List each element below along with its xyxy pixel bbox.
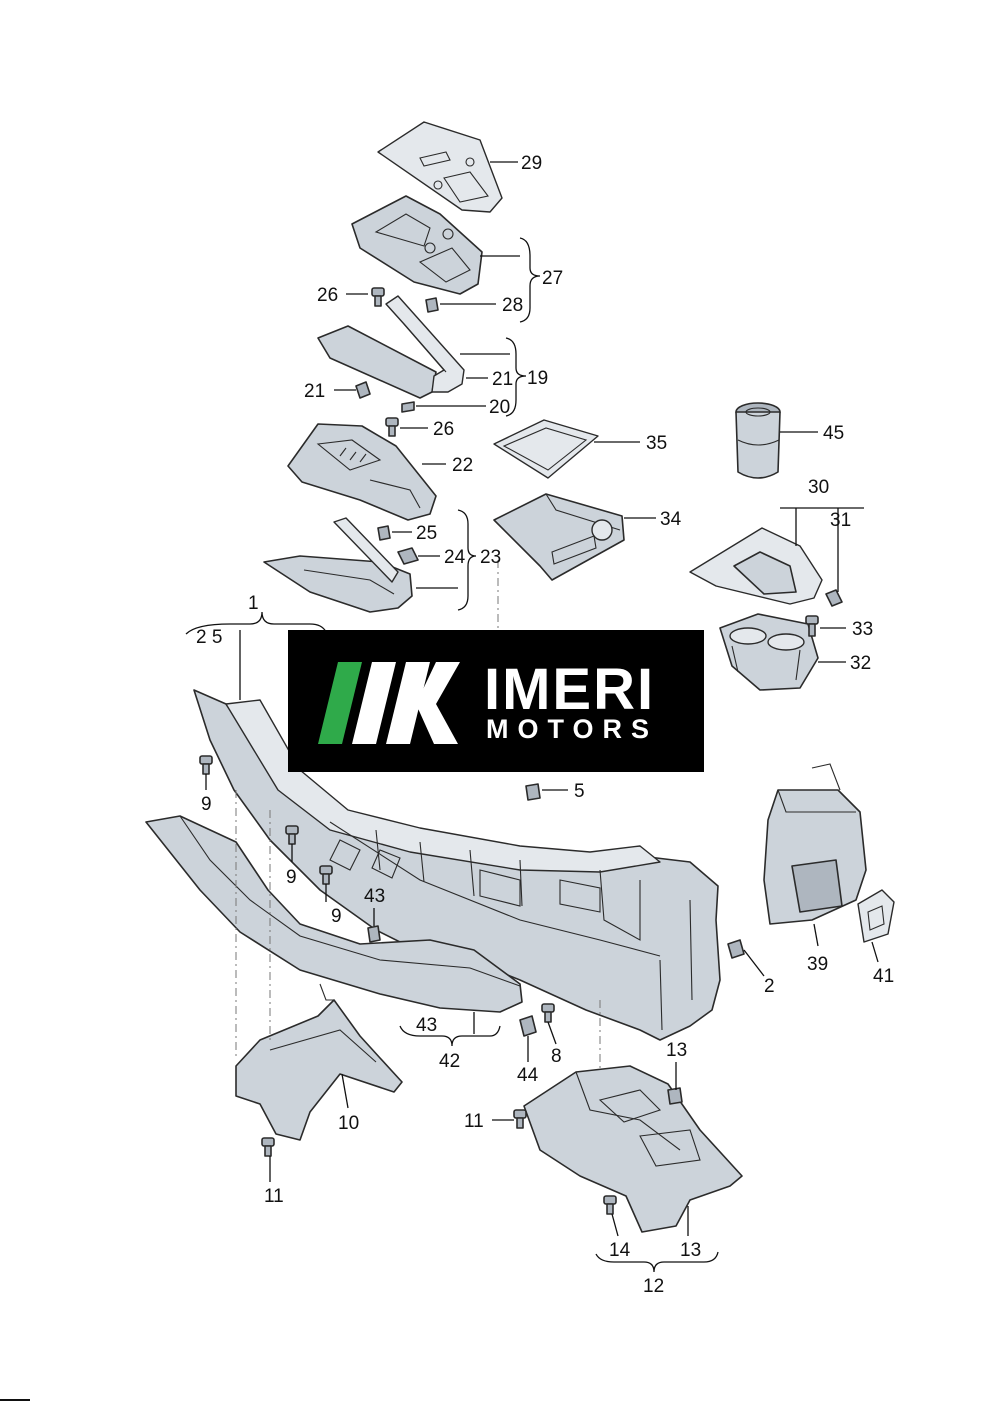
callout-21-right: 21 bbox=[492, 369, 513, 390]
callout-42: 42 bbox=[439, 1051, 460, 1072]
part-33-screw bbox=[805, 615, 819, 637]
logo-stripe-green bbox=[318, 662, 362, 744]
part-44-clip bbox=[519, 1015, 537, 1037]
callout-9-b: 9 bbox=[286, 867, 297, 888]
part-22-bracket bbox=[287, 423, 437, 521]
callout-13-upper: 13 bbox=[666, 1040, 687, 1061]
part-35-storage-mat bbox=[493, 419, 599, 479]
part-25-clip bbox=[377, 525, 391, 541]
callout-9-c: 9 bbox=[331, 906, 342, 927]
part-24-cap bbox=[397, 547, 419, 565]
part-27-shifter-housing bbox=[351, 195, 483, 295]
callout-2: 2 bbox=[764, 976, 775, 997]
part-32-cupholder bbox=[719, 613, 819, 691]
part-43-clip bbox=[367, 925, 381, 943]
part-13-clip bbox=[667, 1087, 683, 1105]
callout-45: 45 bbox=[823, 423, 844, 444]
callout-41: 41 bbox=[873, 966, 894, 987]
part-45-power-socket bbox=[735, 402, 781, 479]
part-19-shifter-trim bbox=[317, 295, 465, 399]
callout-1: 1 bbox=[248, 593, 259, 614]
part-21-clip bbox=[355, 381, 371, 399]
part-41-cover bbox=[857, 889, 895, 943]
part-8-bolt bbox=[541, 1003, 555, 1023]
callout-43-upper: 43 bbox=[364, 886, 385, 907]
callout-22: 22 bbox=[452, 455, 473, 476]
part-28-clip bbox=[425, 297, 439, 313]
part-14-bolt bbox=[603, 1195, 617, 1215]
logo-stripe-1 bbox=[352, 662, 396, 744]
callout-11-left: 11 bbox=[264, 1186, 284, 1207]
part-23-lower-trim bbox=[263, 517, 413, 613]
callout-24: 24 bbox=[444, 547, 466, 568]
callout-12: 12 bbox=[643, 1276, 664, 1297]
leader-lines bbox=[185, 161, 879, 1273]
logo-name: IMERI bbox=[484, 657, 655, 722]
callout-19: 19 bbox=[527, 368, 548, 389]
callout-25: 25 bbox=[416, 523, 437, 544]
part-9-bolt-b bbox=[285, 825, 299, 845]
assembly-guides bbox=[235, 560, 601, 1070]
part-11-bolt-b bbox=[513, 1109, 527, 1129]
callout-39: 39 bbox=[807, 954, 828, 975]
part-39-rear-trim bbox=[763, 763, 867, 925]
callout-21-left: 21 bbox=[304, 381, 325, 402]
callout-29: 29 bbox=[521, 153, 542, 174]
callout-28: 28 bbox=[502, 295, 523, 316]
callout-2-5: 2 5 bbox=[196, 627, 222, 648]
callout-8: 8 bbox=[551, 1046, 562, 1067]
callout-30: 30 bbox=[808, 477, 829, 498]
logo-stripe-2 bbox=[386, 662, 430, 744]
callout-43-lower: 43 bbox=[416, 1015, 437, 1036]
callout-26-upper: 26 bbox=[317, 285, 338, 306]
part-11-bolt-a bbox=[261, 1137, 275, 1157]
callout-5: 5 bbox=[574, 781, 585, 802]
logo-subtitle: MOTORS bbox=[486, 714, 658, 744]
part-34-storage-tray bbox=[493, 493, 625, 581]
callout-10: 10 bbox=[338, 1113, 359, 1134]
part-20-pad bbox=[401, 401, 415, 413]
part-26-bolt-upper bbox=[371, 287, 385, 307]
callout-27: 27 bbox=[542, 268, 563, 289]
part-2-clip bbox=[727, 939, 745, 959]
part-12-rear-bracket bbox=[523, 1065, 743, 1233]
callout-20: 20 bbox=[489, 397, 510, 418]
callout-31: 31 bbox=[830, 510, 851, 531]
part-42-side-trim bbox=[145, 815, 523, 1013]
callout-33: 33 bbox=[852, 619, 873, 640]
callout-35: 35 bbox=[646, 433, 667, 454]
callout-26-lower: 26 bbox=[433, 419, 454, 440]
part-10-front-bracket bbox=[235, 983, 403, 1141]
callout-9-a: 9 bbox=[201, 794, 212, 815]
part-9-bolt-c bbox=[319, 865, 333, 885]
part-5-clip bbox=[525, 783, 541, 801]
part-9-bolt-a bbox=[199, 755, 213, 775]
part-26-bolt-lower bbox=[385, 417, 399, 437]
part-30-center-trim bbox=[689, 527, 823, 605]
logo-stripe-3 bbox=[416, 662, 460, 744]
callout-14: 14 bbox=[609, 1240, 631, 1261]
part-29-trim-cover bbox=[377, 121, 503, 213]
callout-23: 23 bbox=[480, 547, 501, 568]
callout-13-lower: 13 bbox=[680, 1240, 701, 1261]
callout-11-right: 11 bbox=[464, 1111, 484, 1132]
callout-44: 44 bbox=[517, 1065, 539, 1086]
callout-labels: 29 27 26 28 19 21 21 20 26 35 45 22 30 3… bbox=[196, 153, 894, 1297]
imeri-motors-logo: IMERI MOTORS bbox=[288, 630, 704, 772]
part-1-center-console bbox=[193, 689, 721, 1041]
part-31-clip bbox=[825, 589, 843, 607]
callout-34: 34 bbox=[660, 509, 682, 530]
callout-32: 32 bbox=[850, 653, 871, 674]
